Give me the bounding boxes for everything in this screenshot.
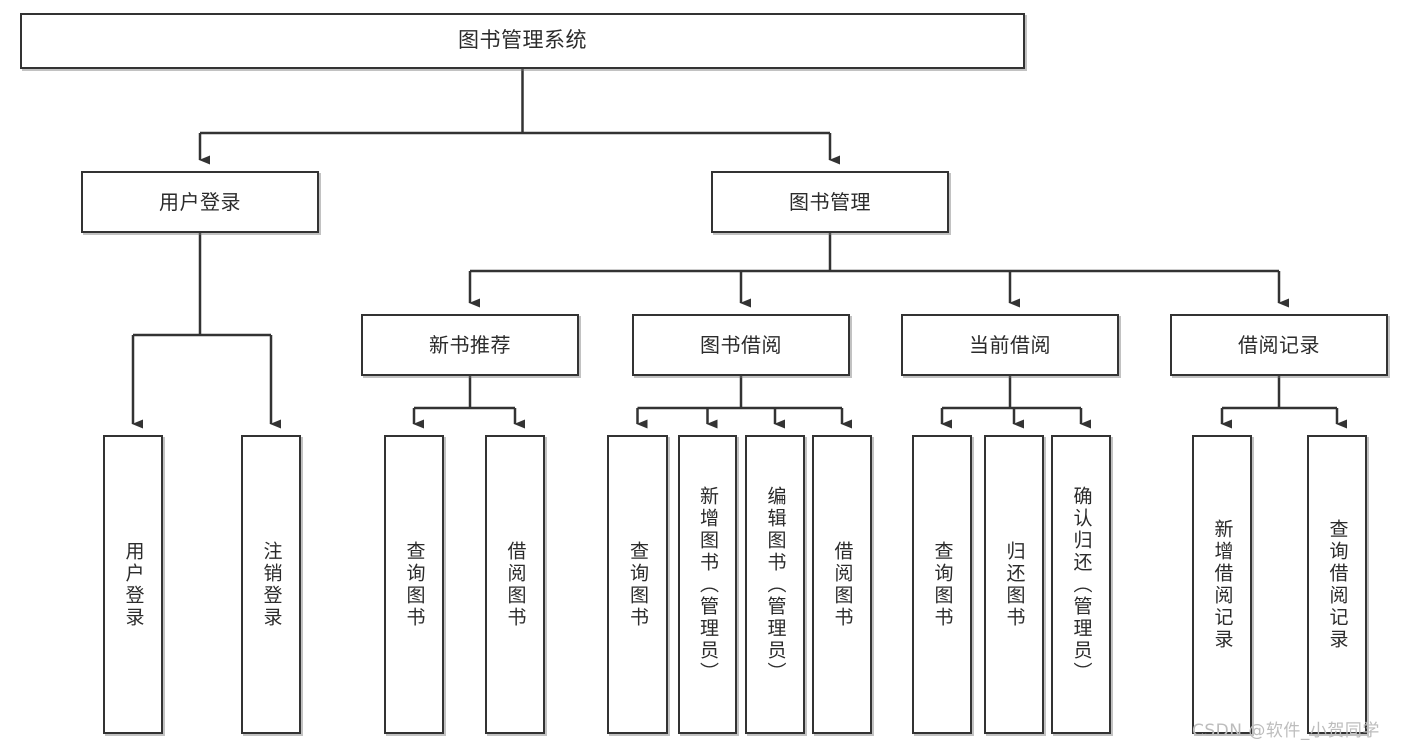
node-root[interactable]: 图书管理系统 bbox=[20, 13, 1025, 69]
node-label: 图书管理 bbox=[789, 190, 871, 214]
node-leaf-borrow-do[interactable]: 借阅图书 bbox=[812, 435, 872, 734]
node-label: 归还图书 bbox=[1003, 540, 1026, 629]
node-leaf-cur-query[interactable]: 查询图书 bbox=[912, 435, 972, 734]
node-label: 查询图书 bbox=[627, 540, 649, 629]
node-borrow-record[interactable]: 借阅记录 bbox=[1170, 314, 1388, 376]
node-label: 查询图书 bbox=[403, 540, 426, 629]
node-current-borrow[interactable]: 当前借阅 bbox=[901, 314, 1119, 376]
node-leaf-rec-add[interactable]: 新增借阅记录 bbox=[1192, 435, 1252, 734]
node-leaf-borrow-add[interactable]: 新增图书（管理员） bbox=[678, 435, 737, 734]
node-label: 查询借阅记录 bbox=[1326, 518, 1349, 651]
node-label: 图书管理系统 bbox=[458, 28, 587, 53]
node-leaf-cur-confirm[interactable]: 确认归还（管理员） bbox=[1051, 435, 1111, 734]
node-label: 借阅记录 bbox=[1238, 333, 1320, 357]
node-leaf-borrow-edit[interactable]: 编辑图书（管理员） bbox=[745, 435, 805, 734]
node-label: 当前借阅 bbox=[969, 333, 1051, 357]
node-label: 注销登录 bbox=[260, 540, 283, 629]
node-label: 借阅图书 bbox=[504, 540, 527, 629]
node-label: 确认归还（管理员） bbox=[1070, 485, 1093, 684]
node-leaf-user-logout[interactable]: 注销登录 bbox=[241, 435, 301, 734]
node-user-login[interactable]: 用户登录 bbox=[81, 171, 319, 233]
node-book-borrow[interactable]: 图书借阅 bbox=[632, 314, 850, 376]
node-label: 用户登录 bbox=[122, 540, 145, 629]
connector-lines bbox=[131, 69, 1347, 429]
node-label: 新增借阅记录 bbox=[1211, 518, 1234, 651]
node-label: 查询图书 bbox=[931, 540, 954, 629]
node-leaf-borrow-query[interactable]: 查询图书 bbox=[607, 435, 668, 734]
node-label: 编辑图书（管理员） bbox=[764, 485, 787, 684]
node-leaf-rec-query[interactable]: 查询图书 bbox=[384, 435, 444, 734]
node-label: 借阅图书 bbox=[831, 540, 854, 629]
node-label: 用户登录 bbox=[159, 190, 241, 214]
node-label: 图书借阅 bbox=[700, 333, 782, 357]
node-new-book-rec[interactable]: 新书推荐 bbox=[361, 314, 579, 376]
node-leaf-cur-return[interactable]: 归还图书 bbox=[984, 435, 1044, 734]
node-leaf-rec-search[interactable]: 查询借阅记录 bbox=[1307, 435, 1367, 734]
node-label: 新书推荐 bbox=[429, 333, 511, 357]
node-leaf-rec-borrow[interactable]: 借阅图书 bbox=[485, 435, 545, 734]
node-leaf-user-login[interactable]: 用户登录 bbox=[103, 435, 163, 734]
node-book-manage[interactable]: 图书管理 bbox=[711, 171, 949, 233]
node-label: 新增图书（管理员） bbox=[697, 485, 719, 684]
